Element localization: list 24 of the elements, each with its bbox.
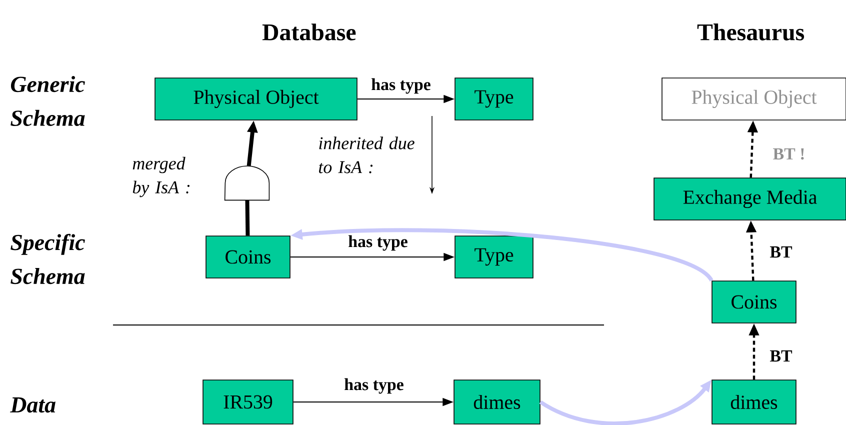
concept-box: Exchange Media: [654, 178, 846, 220]
concept-box: Type: [454, 236, 534, 278]
edge-label: BT: [768, 349, 794, 363]
edge-label: has type: [343, 377, 405, 395]
concept-box: Physical Object: [662, 78, 846, 120]
annotation: inherited due to IsA :: [318, 136, 414, 174]
concept-box: Coins: [206, 236, 290, 278]
concept-box: dimes: [712, 380, 796, 424]
concept-box: Coins: [712, 280, 796, 324]
column-heading: Database: [262, 24, 356, 40]
edge-label: has type: [370, 77, 432, 95]
concept-box: IR539: [202, 380, 294, 424]
concept-box: Physical Object: [154, 78, 358, 120]
row-heading: Generic Schema: [10, 76, 85, 126]
edge-label: BT !: [772, 147, 806, 161]
annotation: merged by IsA :: [132, 156, 190, 198]
concept-box: dimes: [454, 380, 540, 424]
edge-label: has type: [347, 234, 409, 252]
row-heading: Data: [10, 397, 56, 413]
gate-symbol: [224, 166, 270, 201]
row-heading: Specific Schema: [10, 234, 85, 284]
concept-box: Type: [454, 78, 534, 120]
edge-label: BT: [768, 245, 794, 259]
column-heading: Thesaurus: [697, 24, 804, 40]
